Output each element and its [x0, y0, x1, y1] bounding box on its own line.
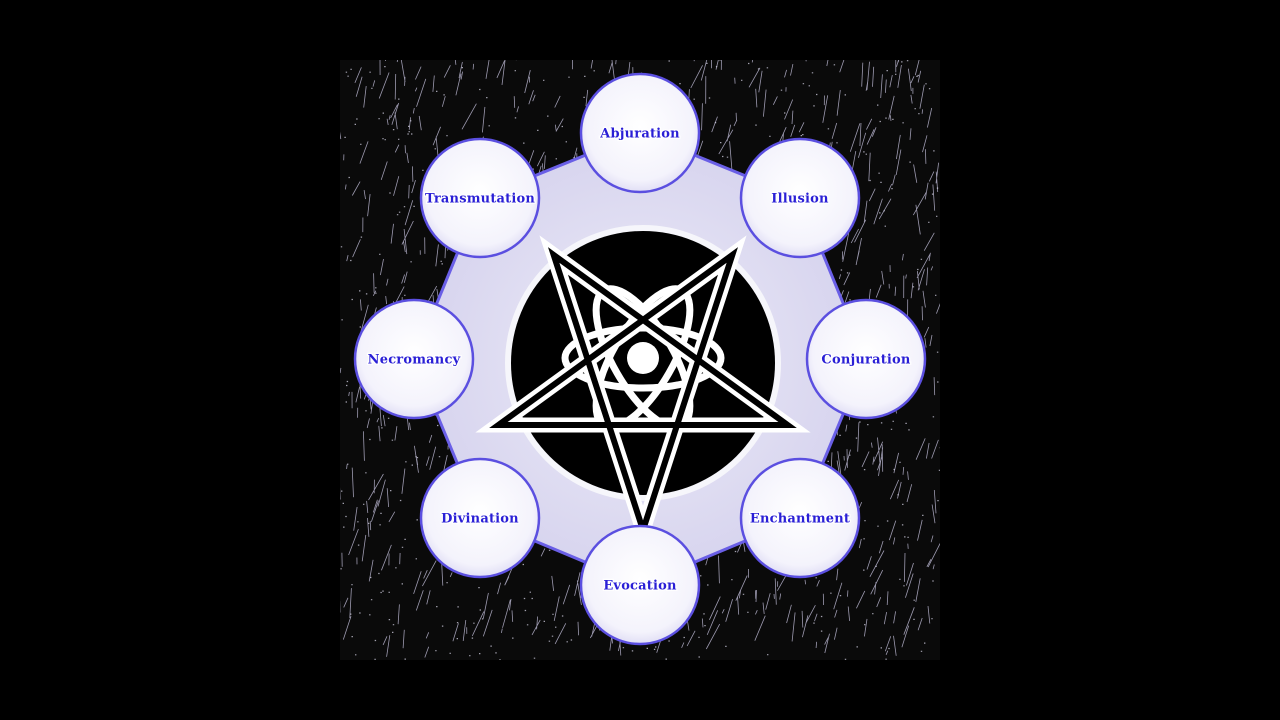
node-circle [579, 72, 701, 194]
school-label: Illusion [771, 192, 829, 207]
atom-nucleus [627, 342, 659, 374]
school-label: Enchantment [750, 512, 850, 527]
school-node-illusion[interactable]: Illusion [739, 137, 861, 259]
node-circle [579, 524, 701, 646]
pentagram-atom-icon [475, 225, 811, 533]
pentagram-inline [489, 247, 797, 531]
node-circle [739, 457, 861, 579]
school-label: Transmutation [425, 192, 535, 207]
school-node-enchantment[interactable]: Enchantment [739, 457, 861, 579]
schools-of-magic-diagram: Abjuration Illusion Conjuration Enchantm… [340, 60, 940, 660]
school-label: Divination [441, 512, 519, 527]
node-circle [419, 457, 541, 579]
school-label: Necromancy [368, 353, 461, 368]
school-nodes: Abjuration Illusion Conjuration Enchantm… [353, 72, 927, 646]
school-node-evocation[interactable]: Evocation [579, 524, 701, 646]
node-circle [419, 137, 541, 259]
school-label: Conjuration [821, 353, 911, 368]
node-circle [739, 137, 861, 259]
pentagram-star [475, 235, 811, 533]
school-label: Evocation [603, 579, 677, 594]
node-circle [805, 298, 927, 420]
school-node-necromancy[interactable]: Necromancy [353, 298, 475, 420]
school-label: Abjuration [599, 127, 680, 142]
school-node-abjuration[interactable]: Abjuration [579, 72, 701, 194]
school-node-transmutation[interactable]: Transmutation [419, 137, 541, 259]
school-node-divination[interactable]: Divination [419, 457, 541, 579]
diagram-panel: Abjuration Illusion Conjuration Enchantm… [340, 60, 940, 660]
node-circle [353, 298, 475, 420]
school-node-conjuration[interactable]: Conjuration [805, 298, 927, 420]
